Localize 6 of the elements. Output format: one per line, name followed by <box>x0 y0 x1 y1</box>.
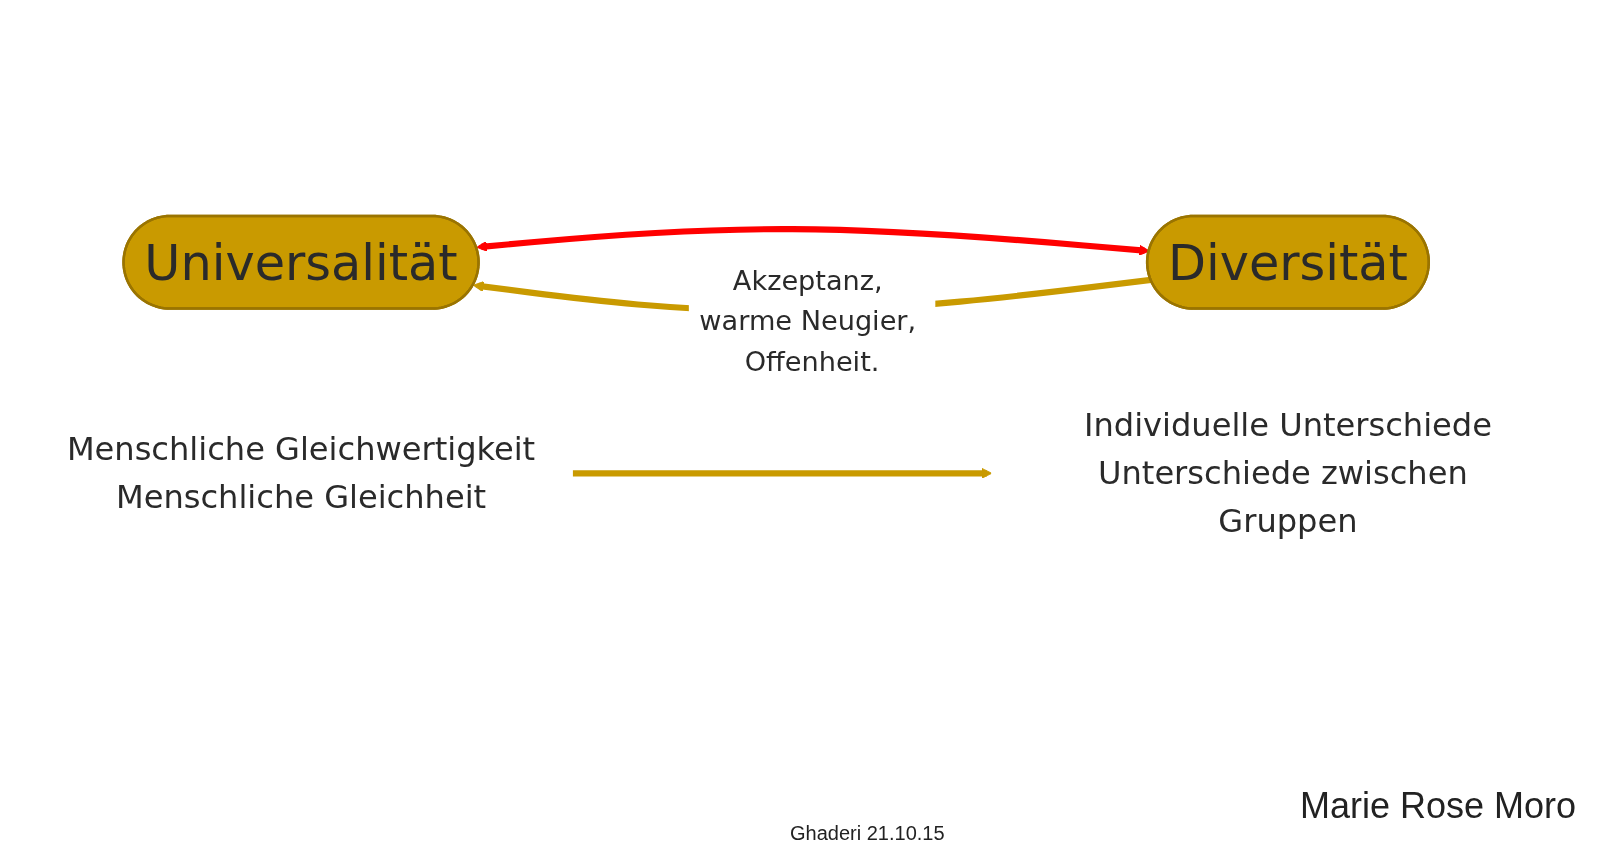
edge-label: Akzeptanz, warme Neugier, Offenheit. <box>699 265 917 378</box>
node-text: Menschliche Gleichwertigkeit Menschliche Gleichheit <box>66 430 536 516</box>
footer-note: Ghaderi 21.10.15 <box>790 822 945 845</box>
author-note: Marie Rose Moro <box>1300 785 1577 827</box>
arrow <box>476 226 1150 256</box>
node-text: Individuelle Unterschiede Unterschiede zwischen Gruppen <box>1083 406 1492 540</box>
